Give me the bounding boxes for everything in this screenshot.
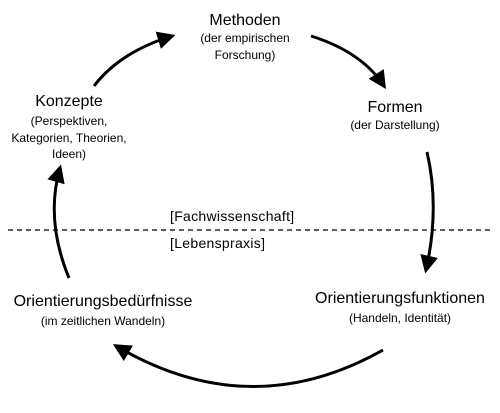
subtitle-line: (im zeitlichen Wandeln): [40, 314, 166, 329]
node-orientierungsfunktionen: Orientierungsfunktionen (Handeln, Identi…: [295, 290, 500, 327]
node-orientierungsbeduerfnisse: Orientierungsbedürfnisse (im zeitlichen …: [0, 293, 208, 330]
node-title: Formen: [367, 99, 423, 116]
arrow-orientierungsbeduerfnisse-to-konzepte: [47, 164, 71, 279]
arrow-orientierungsfunktionen-to-orientierungsbeduerfnisse: [112, 344, 384, 388]
node-methoden: Methoden (der empirischen Forschung): [165, 12, 325, 63]
node-formen: Formen (der Darstellung): [325, 99, 465, 134]
subtitle-line: (Perspektiven,: [30, 114, 108, 129]
node-subtitle: (der Darstellung): [325, 117, 465, 133]
node-subtitle: (im zeitlichen Wandeln): [0, 313, 208, 329]
divider-label-fachwissenschaft: [Fachwissenschaft]: [170, 208, 295, 224]
subtitle-line: (der empirischen: [200, 31, 290, 46]
node-subtitle: (der empirischen Forschung): [165, 30, 325, 62]
arrow-methoden-to-formen: [310, 34, 386, 90]
subtitle-line: (der Darstellung): [350, 118, 440, 133]
node-title: Orientierungsbedürfnisse: [13, 293, 193, 310]
node-title: Orientierungsfunktionen: [315, 290, 485, 307]
node-subtitle: (Perspektiven, Kategorien, Theorien, Ide…: [0, 113, 139, 162]
node-title: Konzepte: [35, 93, 103, 110]
arrow-formen-to-orientierungsfunktionen: [420, 151, 438, 274]
subtitle-line: (Handeln, Identität): [348, 311, 452, 326]
node-title: Methoden: [209, 12, 281, 29]
subtitle-line: Ideen): [51, 146, 87, 161]
node-konzepte: Konzepte (Perspektiven, Kategorien, Theo…: [0, 93, 139, 162]
arrow-konzepte-to-methoden: [92, 31, 176, 87]
subtitle-line: Forschung): [214, 47, 276, 62]
subtitle-line: Kategorien, Theorien,: [11, 130, 127, 145]
node-subtitle: (Handeln, Identität): [295, 310, 500, 326]
divider-label-lebenspraxis: [Lebenspraxis]: [170, 235, 266, 251]
